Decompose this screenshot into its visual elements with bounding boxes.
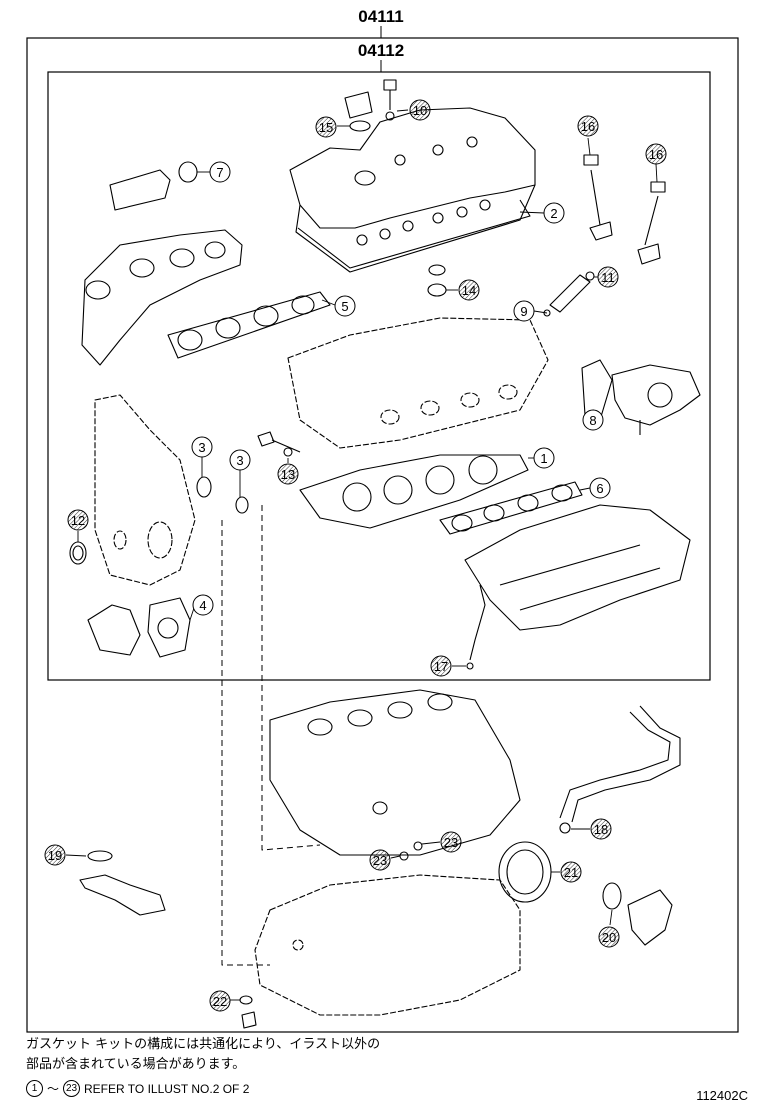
callout-17: 17 [430,655,452,677]
outer-frame [26,37,739,1033]
svg-text:16: 16 [581,119,595,134]
callout-9: 9 [513,300,535,322]
callout-23b: 23 [440,831,462,853]
callout-1: 1 [533,447,555,469]
oil-seal-12 [69,541,87,565]
oil-seal-20 [602,882,673,946]
svg-text:1: 1 [540,451,547,466]
o-ring-3a [196,476,212,498]
svg-text:18: 18 [594,822,608,837]
oil-filler-cap [344,91,373,132]
cylinder-head [287,317,549,449]
svg-text:10: 10 [413,103,427,118]
svg-text:17: 17 [434,659,448,674]
reference-from-circle: 1 [26,1080,43,1097]
svg-text:6: 6 [596,481,603,496]
valve-exhaust [637,181,666,265]
valve-intake [583,154,613,241]
svg-text:21: 21 [564,865,578,880]
rear-oil-seal [498,841,552,903]
callout-14: 14 [458,279,480,301]
svg-text:19: 19 [48,848,62,863]
callout-8: 8 [582,409,604,431]
note-line-1: ガスケット キットの構成には共通化により、イラスト以外の [26,1037,381,1052]
svg-text:3: 3 [198,440,205,455]
callout-3b: 3 [229,449,251,471]
svg-text:15: 15 [319,120,333,135]
cylinder-block [269,689,521,856]
callout-2: 2 [543,202,565,224]
head-bolt [257,431,301,457]
callout-4: 4 [192,594,214,616]
intake-manifold-gasket [439,481,583,535]
cylinder-head-gasket [299,454,529,529]
svg-text:11: 11 [601,270,615,285]
svg-text:12: 12 [71,513,85,528]
callout-19: 19 [44,844,66,866]
water-outlet-gasket [581,359,613,421]
oil-strainer [79,850,166,916]
oil-pan [254,874,521,1016]
svg-text:16: 16 [649,147,663,162]
fuel-injector [543,271,595,317]
inner-code-label: 04112 [358,41,404,60]
head-cover-gasket [297,199,531,269]
reference-text: REFER TO ILLUST NO.2 OF 2 [84,1081,250,1096]
callout-5: 5 [334,295,356,317]
svg-text:23: 23 [444,835,458,850]
callout-15: 15 [315,116,337,138]
water-pump-gasket [147,597,191,658]
exhaust-manifold [81,229,243,366]
outer-code-label: 04111 [358,7,403,26]
callout-6: 6 [589,477,611,499]
svg-text:8: 8 [589,413,596,428]
svg-text:23: 23 [373,853,387,868]
svg-text:5: 5 [341,299,348,314]
o-ring-3b [235,496,249,514]
svg-text:14: 14 [462,283,476,298]
callout-18: 18 [590,818,612,840]
svg-text:7: 7 [216,165,223,180]
callout-7: 7 [209,161,231,183]
exhaust-pipe [109,161,198,211]
svg-text:13: 13 [281,467,295,482]
callout-3a: 3 [191,436,213,458]
callout-21: 21 [560,861,582,883]
water-pump [87,604,141,656]
water-bypass-pipe [559,705,681,834]
reference-line: 1 ～ 23 REFER TO ILLUST NO.2 OF 2 [26,1080,249,1097]
svg-text:22: 22 [213,994,227,1009]
timing-chain-cover [94,394,196,586]
callout-10: 10 [409,99,431,121]
svg-text:2: 2 [550,206,557,221]
reference-to-circle: 23 [63,1080,81,1097]
exhaust-manifold-gasket [167,291,331,359]
callout-20: 20 [598,926,620,948]
callout-13: 13 [277,463,299,485]
water-outlet-housing [611,364,701,435]
drain-plug [239,995,257,1029]
callout-22: 22 [209,990,231,1012]
gasket-23 [399,841,423,861]
cover-bolt [383,79,397,121]
dashed-leader-lines [221,505,321,966]
note-line-2: 部品が含まれている場合があります。 [26,1057,246,1072]
pcv-hose [466,584,486,670]
intake-manifold [464,504,691,631]
svg-text:4: 4 [199,598,206,613]
svg-text:9: 9 [520,304,527,319]
svg-text:3: 3 [236,453,243,468]
callout-16b: 16 [645,143,667,165]
reference-tilde: ～ [47,1082,60,1096]
callout-11: 11 [597,266,619,288]
plug-14 [427,264,447,297]
svg-text:20: 20 [602,930,616,945]
callout-23a: 23 [369,849,391,871]
figure-id: 112402C [696,1088,748,1103]
inner-frame [47,71,711,681]
callout-12: 12 [67,509,89,531]
callout-16a: 16 [577,115,599,137]
